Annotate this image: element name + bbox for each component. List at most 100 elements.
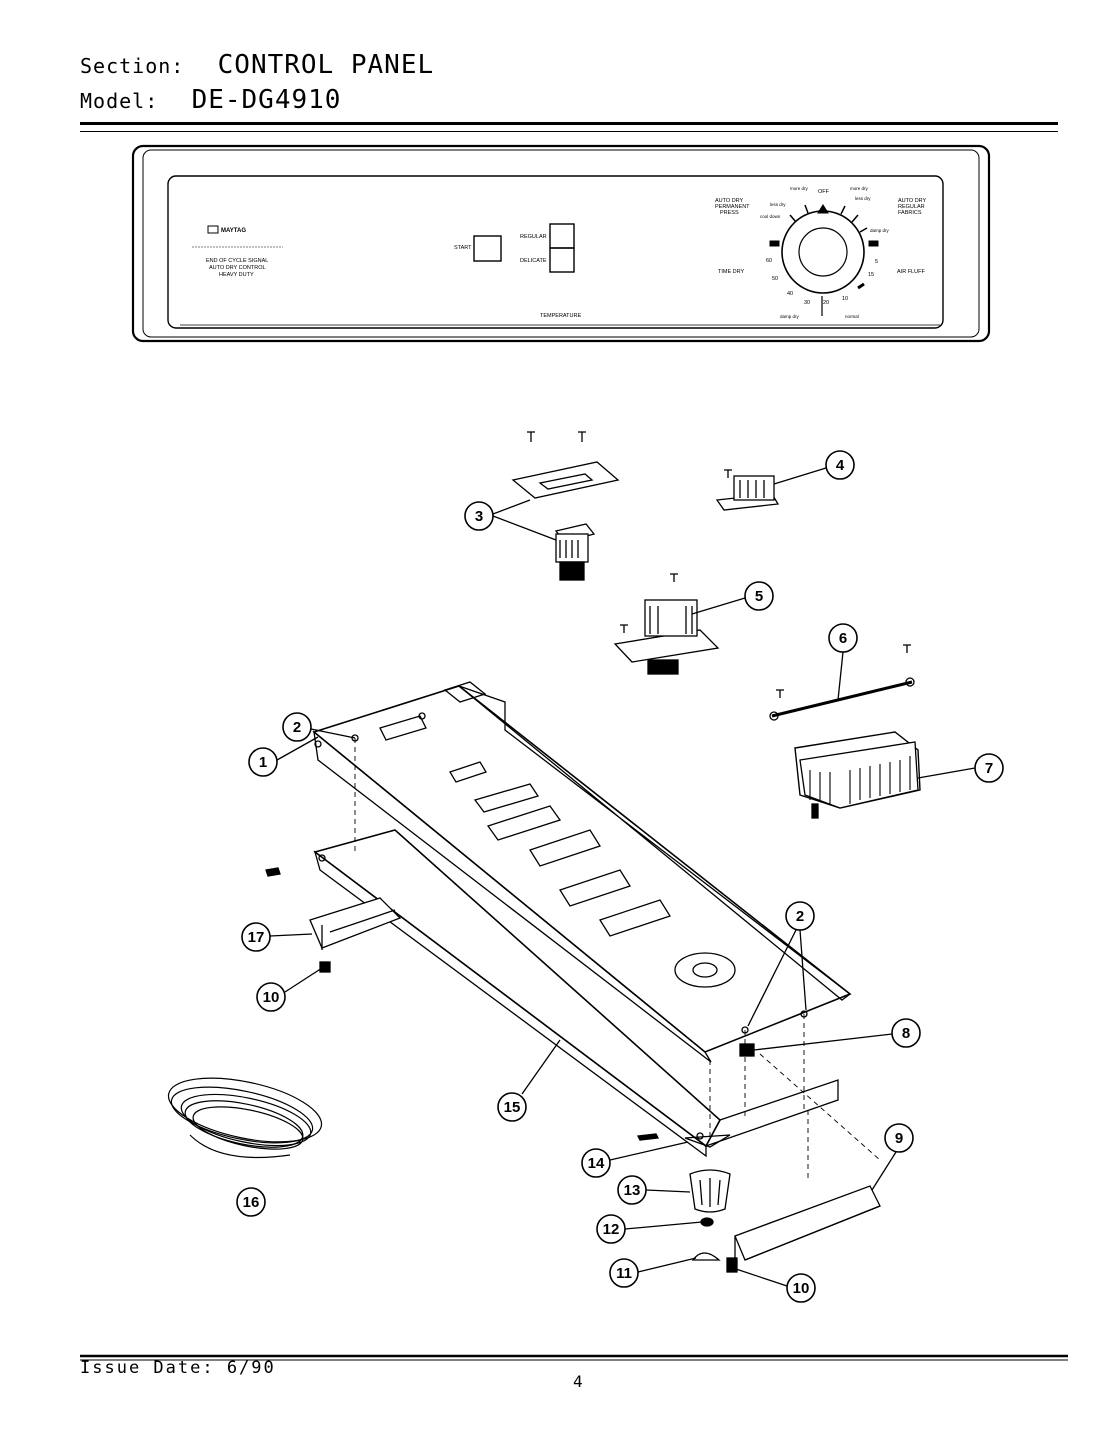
- screw-pair-top: [527, 431, 586, 442]
- side-bracket-left: [265, 867, 402, 973]
- callout-10-right: 10: [732, 1267, 816, 1303]
- dial-off: OFF: [818, 189, 830, 195]
- page-number: 4: [573, 1372, 583, 1391]
- start-label: START: [454, 245, 472, 251]
- regular-button: [549, 223, 575, 249]
- auto-dry-rf-1: AUTO DRY: [898, 198, 927, 204]
- knob-guard: [726, 1185, 881, 1273]
- section-line: Section: CONTROL PANEL: [80, 48, 434, 83]
- regular-label: REGULAR: [520, 234, 547, 240]
- dial-mark-6: more dry: [850, 186, 869, 191]
- dial-40: 40: [787, 291, 793, 297]
- temperature-switch: [613, 573, 720, 675]
- dial-mark-5: less dry: [855, 196, 871, 201]
- brand-text: MAYTAG: [221, 228, 246, 234]
- svg-text:11: 11: [616, 1265, 632, 1282]
- dial-10: 10: [842, 296, 848, 302]
- svg-text:1: 1: [259, 754, 267, 771]
- dial-60: 60: [766, 258, 772, 264]
- callout-14: 14: [581, 1141, 689, 1178]
- timer: [794, 731, 921, 819]
- dial-mark-1: more dry: [790, 186, 809, 191]
- callout-1: 1: [248, 736, 319, 777]
- callout-2-bottom: 2: [747, 901, 815, 1027]
- auto-dry-rf-3: FABRICS: [898, 210, 922, 216]
- svg-text:10: 10: [263, 989, 280, 1006]
- buzzer: [715, 469, 780, 511]
- auto-dry-pp-2: PERMANENT: [715, 204, 750, 210]
- panel-left-text-1: END OF CYCLE SIGNAL: [206, 258, 268, 264]
- svg-text:10: 10: [793, 1280, 810, 1297]
- temperature-label: TEMPERATURE: [540, 313, 581, 319]
- svg-text:8: 8: [902, 1025, 910, 1042]
- push-switch: [554, 523, 596, 581]
- page-header: Section: CONTROL PANEL Model: DE-DG4910: [80, 48, 434, 118]
- svg-text:2: 2: [293, 719, 301, 736]
- wire-lead: [769, 644, 915, 721]
- svg-text:2: 2: [796, 908, 804, 925]
- callout-9: 9: [871, 1123, 914, 1191]
- alignment-lines: [354, 738, 881, 1180]
- dial-mark-8: normal: [845, 314, 859, 319]
- dial-mark-3: cool down: [760, 214, 781, 219]
- delicate-button: [549, 247, 575, 273]
- dial-30: 30: [804, 300, 810, 306]
- time-dry-label: TIME DRY: [718, 269, 745, 275]
- callout-17: 17: [241, 922, 313, 952]
- callout-8: 8: [753, 1018, 921, 1051]
- maytag-logo: MAYTAG: [207, 225, 246, 234]
- callout-5: 5: [691, 581, 774, 615]
- lower-rail: [313, 829, 839, 1158]
- control-panel-front: MAYTAG END OF CYCLE SIGNAL AUTO DRY CONT…: [131, 144, 991, 343]
- svg-text:17: 17: [248, 929, 265, 946]
- svg-text:9: 9: [895, 1130, 903, 1147]
- exploded-parts: [167, 431, 921, 1273]
- svg-text:6: 6: [839, 630, 847, 647]
- start-button: [473, 235, 502, 262]
- callout-7: 7: [917, 753, 1004, 783]
- control-panel-bracket: [312, 681, 852, 1063]
- clip: [739, 1043, 755, 1057]
- wire-harness: [167, 1077, 323, 1159]
- panel-left-text-2: AUTO DRY CONTROL: [209, 265, 266, 271]
- auto-dry-pp-1: AUTO DRY: [715, 198, 744, 204]
- model-value: DE-DG4910: [191, 85, 342, 115]
- callout-10-left: 10: [256, 967, 323, 1012]
- model-label: Model:: [80, 89, 159, 113]
- svg-text:15: 15: [504, 1099, 521, 1116]
- knob-assembly: [637, 1133, 731, 1261]
- callout-4: 4: [773, 450, 855, 485]
- callout-2-top: 2: [282, 712, 356, 742]
- callout-12: 12: [596, 1214, 703, 1244]
- issue-date: Issue Date: 6/90: [80, 1358, 276, 1378]
- svg-text:12: 12: [603, 1221, 620, 1238]
- delicate-label: DELICATE: [520, 258, 547, 264]
- svg-text:13: 13: [624, 1182, 641, 1199]
- svg-text:14: 14: [588, 1155, 605, 1172]
- callout-16: 16: [236, 1187, 266, 1217]
- auto-dry-pp-3: PRESS: [720, 210, 739, 216]
- callout-11: 11: [609, 1257, 697, 1288]
- callout-6: 6: [828, 623, 858, 701]
- callout-3: 3: [464, 499, 557, 541]
- dial-20: 20: [823, 300, 829, 306]
- section-value: CONTROL PANEL: [217, 50, 435, 80]
- svg-text:5: 5: [755, 588, 763, 605]
- dial-mark-4: damp dry: [780, 314, 800, 319]
- svg-text:16: 16: [243, 1194, 260, 1211]
- svg-text:4: 4: [836, 457, 845, 474]
- dial-mark-2: less dry: [770, 202, 786, 207]
- svg-text:3: 3: [475, 508, 483, 525]
- panel-left-text-3: HEAVY DUTY: [219, 272, 254, 278]
- switch-bracket: [511, 461, 620, 499]
- svg-text:7: 7: [985, 760, 993, 777]
- header-rule-thick: [80, 122, 1058, 125]
- auto-dry-rf-2: REGULAR: [898, 204, 925, 210]
- callouts: 1 2 2 3 4 5 6 7 8 9 10 10 11 12 13 14 15…: [236, 450, 1004, 1303]
- dial-50: 50: [772, 276, 778, 282]
- section-label: Section:: [80, 54, 185, 78]
- callout-15: 15: [497, 1039, 561, 1122]
- cycle-dial: OFF AUTO DRY PERMANENT PRESS AUTO DRY RE…: [715, 186, 927, 319]
- model-line: Model: DE-DG4910: [80, 83, 434, 118]
